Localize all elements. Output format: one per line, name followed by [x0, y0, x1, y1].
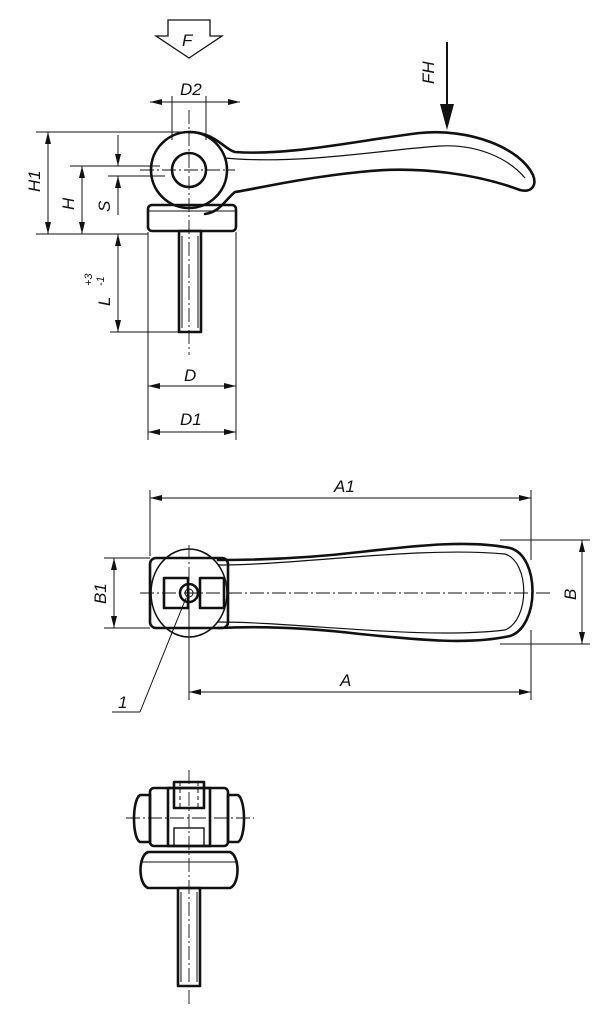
side-view: F FH D2 — [25, 19, 536, 440]
item-1-label: 1 — [118, 693, 127, 712]
hand-force-label: FH — [419, 61, 438, 84]
a1-label: A1 — [333, 477, 355, 496]
l-tol-plus: +3 — [83, 273, 95, 286]
force-label: F — [182, 31, 194, 50]
top-view: A1 A B B1 1 — [91, 477, 590, 713]
d2-label: D2 — [180, 80, 202, 99]
b-label: B — [561, 589, 580, 600]
l-label: L — [95, 297, 114, 306]
b1-label: B1 — [91, 583, 110, 604]
lever-top-outline — [216, 542, 534, 643]
threaded-stud — [177, 229, 203, 334]
lever-handle — [187, 130, 536, 216]
d1-label: D1 — [180, 410, 202, 429]
force-arrow-f: F — [153, 19, 225, 59]
s-label: S — [95, 200, 114, 212]
l-tol-minus: -1 — [95, 276, 107, 286]
h1-label: H1 — [25, 170, 44, 192]
d-label: D — [184, 366, 196, 385]
hand-force-arrow: FH — [419, 42, 454, 130]
h-label: H — [59, 197, 78, 210]
a-label: A — [339, 671, 351, 690]
washer-front — [139, 850, 239, 890]
front-view — [126, 770, 254, 1004]
